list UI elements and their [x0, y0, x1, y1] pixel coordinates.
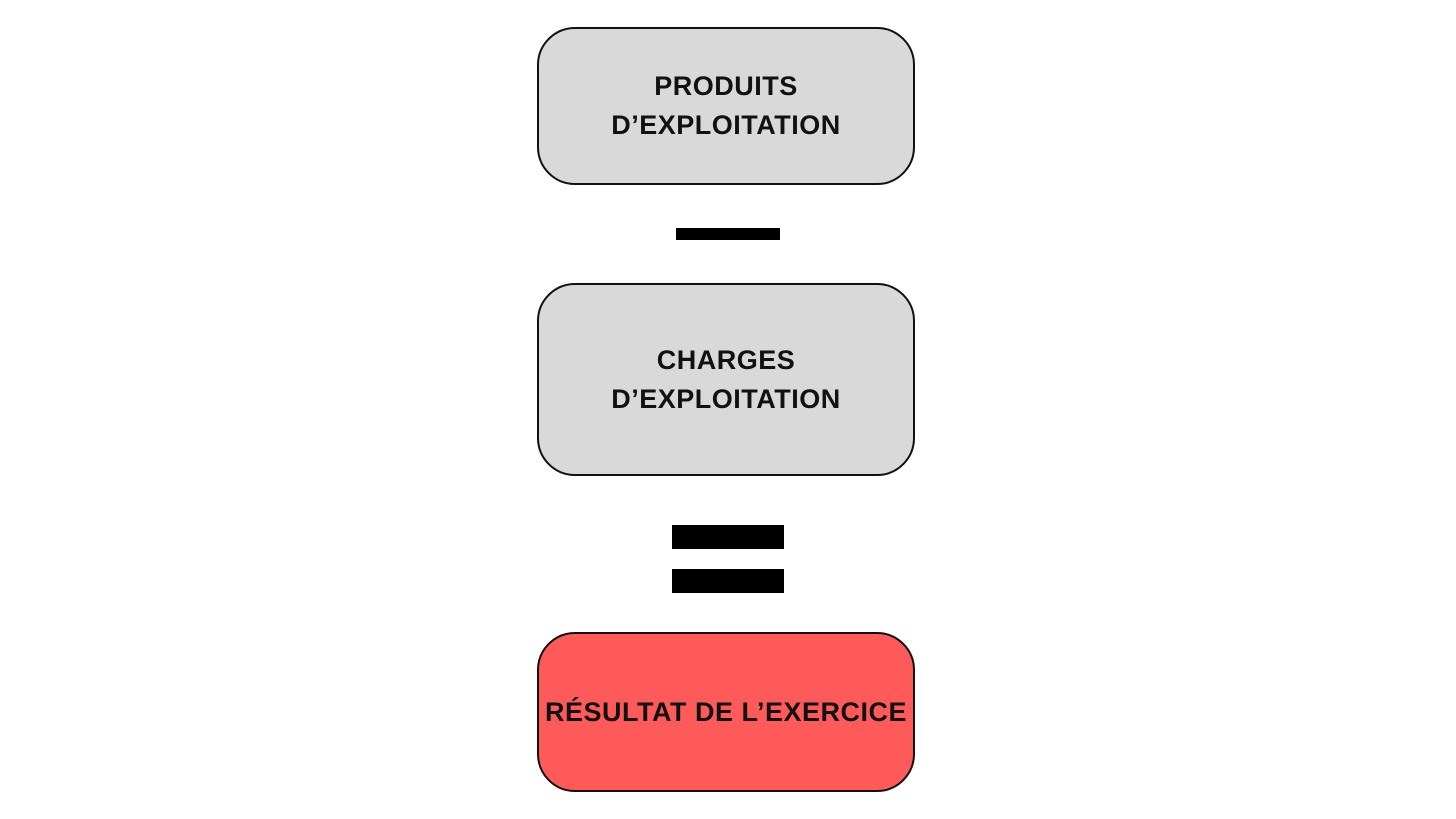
equals-operator-top-bar — [672, 525, 784, 549]
operating-expenses-label: CHARGES D’EXPLOITATION — [611, 341, 841, 419]
net-result-box: RÉSULTAT DE L’EXERCICE — [537, 632, 915, 792]
operating-revenue-label: PRODUITS D’EXPLOITATION — [611, 67, 841, 145]
operating-revenue-box: PRODUITS D’EXPLOITATION — [537, 27, 915, 185]
operating-expenses-line2: D’EXPLOITATION — [611, 383, 841, 414]
equals-operator-bottom-bar — [672, 569, 784, 593]
operating-revenue-line1: PRODUITS — [654, 71, 798, 101]
operating-expenses-box: CHARGES D’EXPLOITATION — [537, 283, 915, 476]
minus-operator — [676, 228, 780, 240]
net-result-label: RÉSULTAT DE L’EXERCICE — [544, 696, 908, 727]
operating-expenses-line1: CHARGES — [656, 344, 796, 375]
operating-revenue-line2: D’EXPLOITATION — [611, 110, 841, 140]
